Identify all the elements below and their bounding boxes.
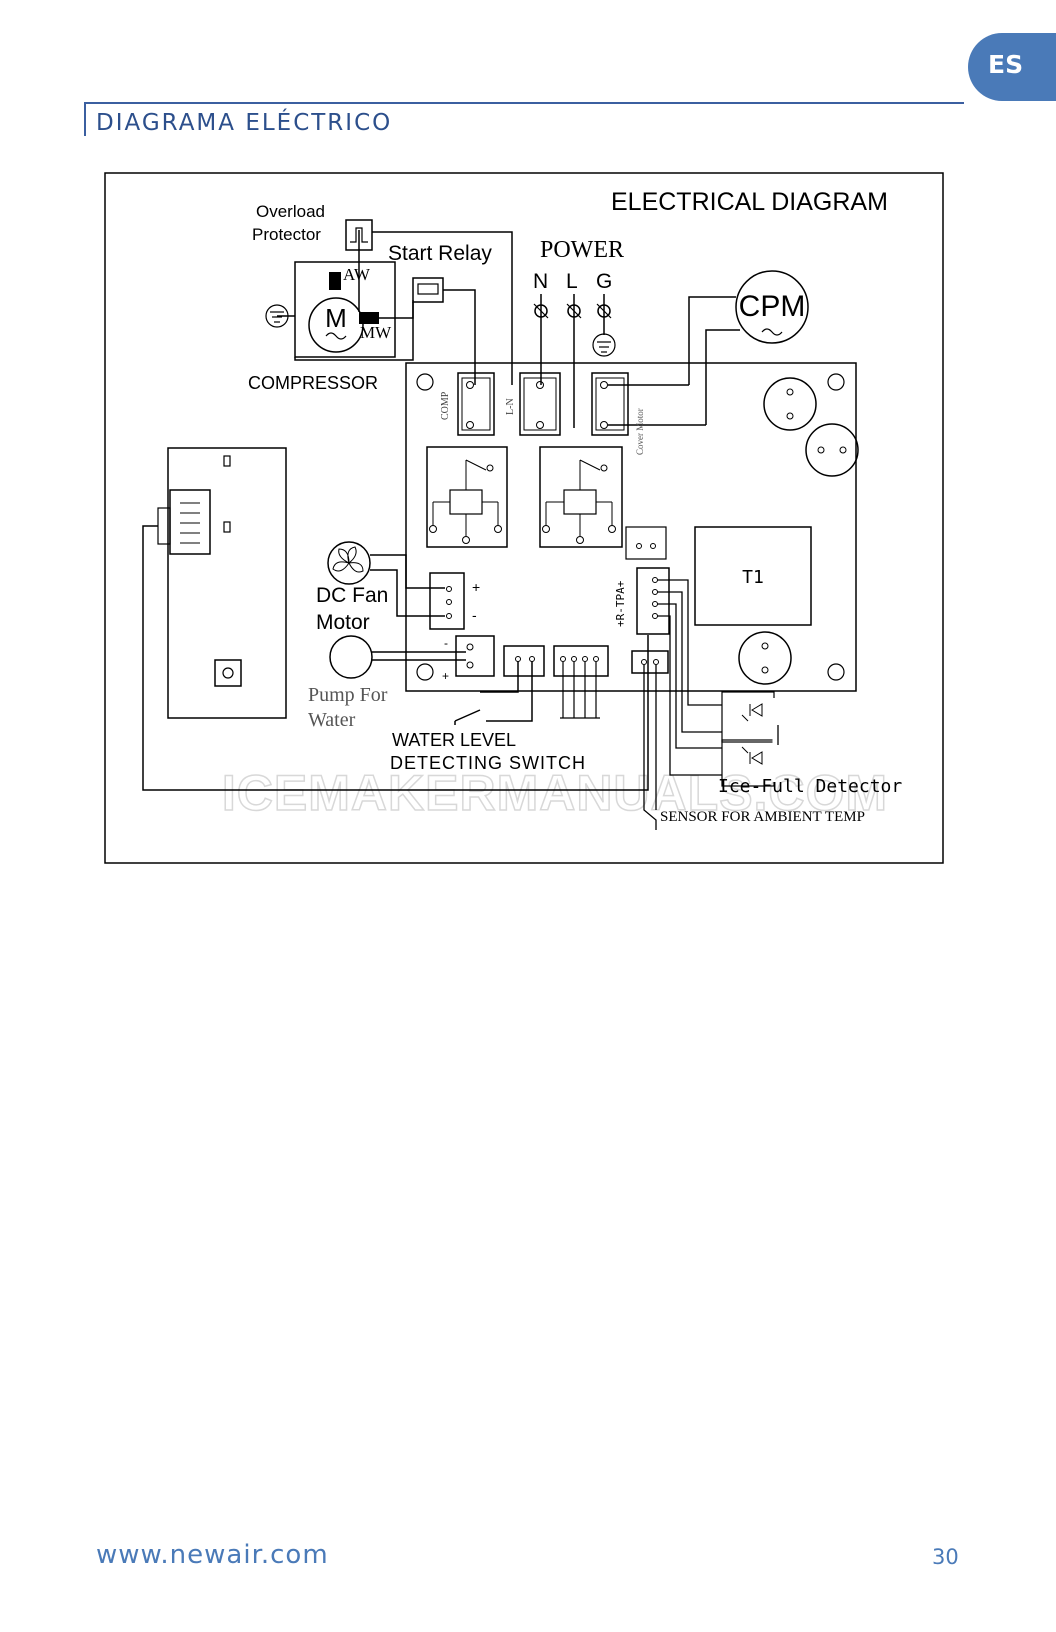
l-label: L <box>566 270 578 293</box>
board-capacitor-1 <box>763 377 817 431</box>
display-button <box>214 659 242 687</box>
compressor-housing <box>294 261 396 358</box>
g-label: G <box>596 270 612 293</box>
compressor-motor <box>308 297 364 353</box>
mw-label: MW <box>360 323 392 342</box>
power-label: POWER <box>540 237 624 263</box>
page-number: 30 <box>932 1545 959 1569</box>
dc-fan-label: DC Fan <box>316 584 388 607</box>
ln-connector <box>519 372 561 436</box>
pump-minus-label: - <box>444 636 448 650</box>
ice-full-label: Ice-Full Detector <box>718 776 902 797</box>
electrical-diagram: ICEMAKERMANUALS.COM ELECTRICAL DIAGRAM O… <box>104 172 944 864</box>
small-connector <box>625 526 667 560</box>
water-level-label: WATER LEVEL <box>392 730 516 750</box>
relay-1 <box>426 446 508 548</box>
header-accent-bar <box>84 103 86 136</box>
comp-connector <box>457 372 495 436</box>
board-capacitor-2 <box>805 423 859 477</box>
fan-connector <box>429 572 465 630</box>
footer-url[interactable]: www.newair.com <box>96 1540 329 1570</box>
t1-label: T1 <box>742 567 764 588</box>
rtpa-label: +R-TPA+ <box>614 580 627 627</box>
sensor-label: SENSOR FOR AMBIENT TEMP <box>660 809 865 825</box>
compressor-label: COMPRESSOR <box>248 373 378 393</box>
display-board <box>167 447 287 719</box>
cover-motor-label: Cover Motor <box>635 408 645 455</box>
fan-icon <box>327 541 371 585</box>
ice-full-connector <box>553 645 609 677</box>
board-capacitor-3 <box>738 631 792 685</box>
ambient-temp-connector <box>631 650 669 674</box>
pump-connector <box>455 635 495 677</box>
pump-plus-label: + <box>442 669 449 683</box>
language-tab <box>968 33 1056 101</box>
cpm-motor <box>735 270 809 344</box>
transformer-t1 <box>694 526 812 626</box>
header-rule <box>84 102 964 104</box>
overload-label: Overload <box>256 202 325 221</box>
n-label: N <box>533 270 548 293</box>
fan-minus-label: - <box>472 607 477 623</box>
fan-plus-label: + <box>472 579 480 595</box>
pump-icon <box>329 635 373 679</box>
water-label: Water <box>308 709 356 731</box>
detecting-switch-label: DETECTING SWITCH <box>390 753 586 773</box>
language-label: ES <box>988 50 1024 79</box>
aw-label: AW <box>343 265 371 284</box>
sensor-connector <box>636 567 670 635</box>
control-board <box>405 362 857 692</box>
ln-label: L-N <box>505 398 516 415</box>
relay-2 <box>539 446 623 548</box>
cpm-label: CPM <box>739 290 806 323</box>
ground-icon <box>265 304 289 328</box>
earth-icon <box>592 333 616 357</box>
watermark: ICEMAKERMANUALS.COM <box>222 765 888 821</box>
section-title: DIAGRAMA ELÉCTRICO <box>96 110 393 136</box>
comp-label: COMP <box>440 391 451 420</box>
pump-for-label: Pump For <box>308 684 388 706</box>
diagram-title: ELECTRICAL DIAGRAM <box>611 188 888 216</box>
water-level-connector <box>503 645 545 677</box>
protector-label: Protector <box>252 225 321 244</box>
fan-motor-label: Motor <box>316 611 370 634</box>
motor-m-label: M <box>325 303 347 333</box>
cover-motor-connector <box>591 372 629 436</box>
start-relay-label: Start Relay <box>388 242 492 265</box>
water-level-switch <box>454 709 481 722</box>
